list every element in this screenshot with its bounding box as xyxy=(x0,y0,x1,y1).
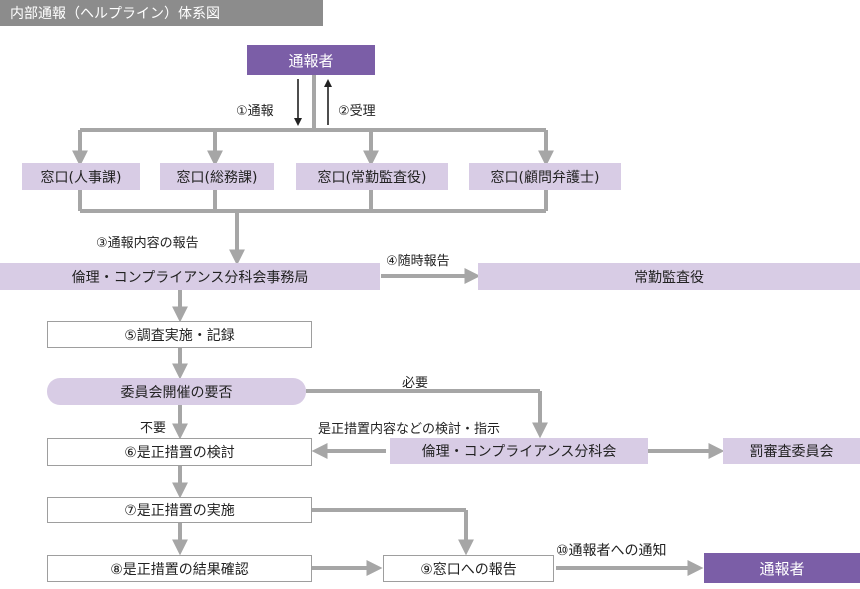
compliance-subcommittee-box: 倫理・コンプライアンス分科会 xyxy=(390,438,648,464)
not-required-label: 不要 xyxy=(140,421,167,436)
investigation-box: ⑤調査実施・記録 xyxy=(47,321,312,348)
report-to-window-box: ⑨窓口への報告 xyxy=(383,555,554,582)
diagram-title: 内部通報（ヘルプライン）体系図 xyxy=(0,0,323,26)
auditor-box: 常勤監査役 xyxy=(478,263,860,290)
review-instruction-label: 是正措置内容などの検討・指示 xyxy=(318,422,501,437)
window-general-box: 窓口(総務課) xyxy=(160,163,274,190)
window-lawyer-box: 窓口(顧問弁護士) xyxy=(469,163,621,190)
required-label: 必要 xyxy=(402,376,429,391)
result-confirmation-box: ⑧是正措置の結果確認 xyxy=(47,555,312,582)
committee-needed-box: 委員会開催の要否 xyxy=(47,378,306,405)
step10-label: ⑩通報者への通知 xyxy=(556,543,667,559)
reporter-bottom-box: 通報者 xyxy=(704,553,860,583)
step1-label: ①通報 xyxy=(236,104,274,119)
window-hr-box: 窓口(人事課) xyxy=(22,163,140,190)
step3-label: ③通報内容の報告 xyxy=(96,236,199,251)
compliance-office-box: 倫理・コンプライアンス分科会事務局 xyxy=(0,263,380,290)
corrective-execution-box: ⑦是正措置の実施 xyxy=(47,497,312,523)
reporter-top-box: 通報者 xyxy=(247,45,375,75)
step2-label: ②受理 xyxy=(338,104,376,119)
step4-label: ④随時報告 xyxy=(386,254,450,269)
corrective-review-box: ⑥是正措置の検討 xyxy=(47,438,312,466)
window-auditor-box: 窓口(常勤監査役) xyxy=(296,163,448,190)
discipline-committee-box: 罰審査委員会 xyxy=(723,438,860,464)
